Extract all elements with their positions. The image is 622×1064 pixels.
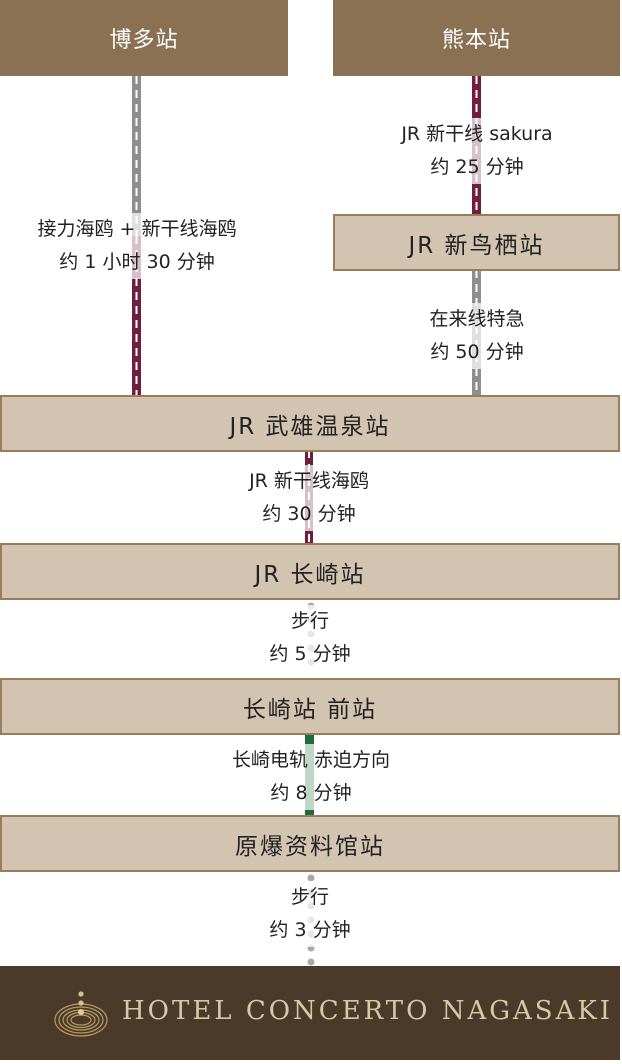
segment-line-name: 接力海鸥 + 新干线海鸥 <box>14 213 260 246</box>
station-kumamoto: 熊本站 <box>333 0 620 76</box>
segment-label-museum-walk: 步行 约 3 分钟 <box>250 881 370 947</box>
segment-label-hakata-takeo: 接力海鸥 + 新干线海鸥 约 1 小时 30 分钟 <box>14 213 260 279</box>
segment-line-name: JR 新干线海鸥 <box>219 465 399 498</box>
segment-duration: 约 5 分钟 <box>250 638 370 671</box>
segment-duration: 约 25 分钟 <box>377 151 577 184</box>
station-atomic-bomb-museum: 原爆资料馆站 <box>0 815 620 872</box>
segment-label-tram: 长崎电轨 赤迫方向 约 8 分钟 <box>205 744 417 810</box>
station-nagasaki: JR 长崎站 <box>0 543 620 600</box>
station-shintosu: JR 新鸟栖站 <box>333 214 620 271</box>
segment-label-takeo-nagasaki: JR 新干线海鸥 约 30 分钟 <box>219 465 399 531</box>
segment-line-name: 长崎电轨 赤迫方向 <box>205 744 417 777</box>
segment-line-name: 在来线特急 <box>400 303 554 336</box>
hakata-gray-line <box>132 76 141 236</box>
segment-duration: 约 30 分钟 <box>219 498 399 531</box>
segment-line-name: 步行 <box>250 881 370 914</box>
segment-label-shintosu-takeo: 在来线特急 约 50 分钟 <box>400 303 554 369</box>
segment-label-nagasaki-walk: 步行 约 5 分钟 <box>250 605 370 671</box>
hakata-shinkansen-line <box>132 236 141 396</box>
hotel-logo-icon <box>54 991 108 1037</box>
station-hakata: 博多站 <box>0 0 288 76</box>
segment-duration: 约 50 分钟 <box>400 336 554 369</box>
segment-duration: 约 3 分钟 <box>250 914 370 947</box>
segment-label-kumamoto-shintosu: JR 新干线 sakura 约 25 分钟 <box>377 118 577 184</box>
hotel-brand-name: HOTEL CONCERTO NAGASAKI <box>122 996 614 1026</box>
segment-line-name: JR 新干线 sakura <box>377 118 577 151</box>
hotel-footer: HOTEL CONCERTO NAGASAKI <box>0 966 620 1060</box>
segment-duration: 约 8 分钟 <box>205 777 417 810</box>
station-nagasaki-ekimae: 长崎站 前站 <box>0 678 620 735</box>
segment-line-name: 步行 <box>250 605 370 638</box>
station-takeo-onsen: JR 武雄温泉站 <box>0 395 620 452</box>
segment-duration: 约 1 小时 30 分钟 <box>14 246 260 279</box>
